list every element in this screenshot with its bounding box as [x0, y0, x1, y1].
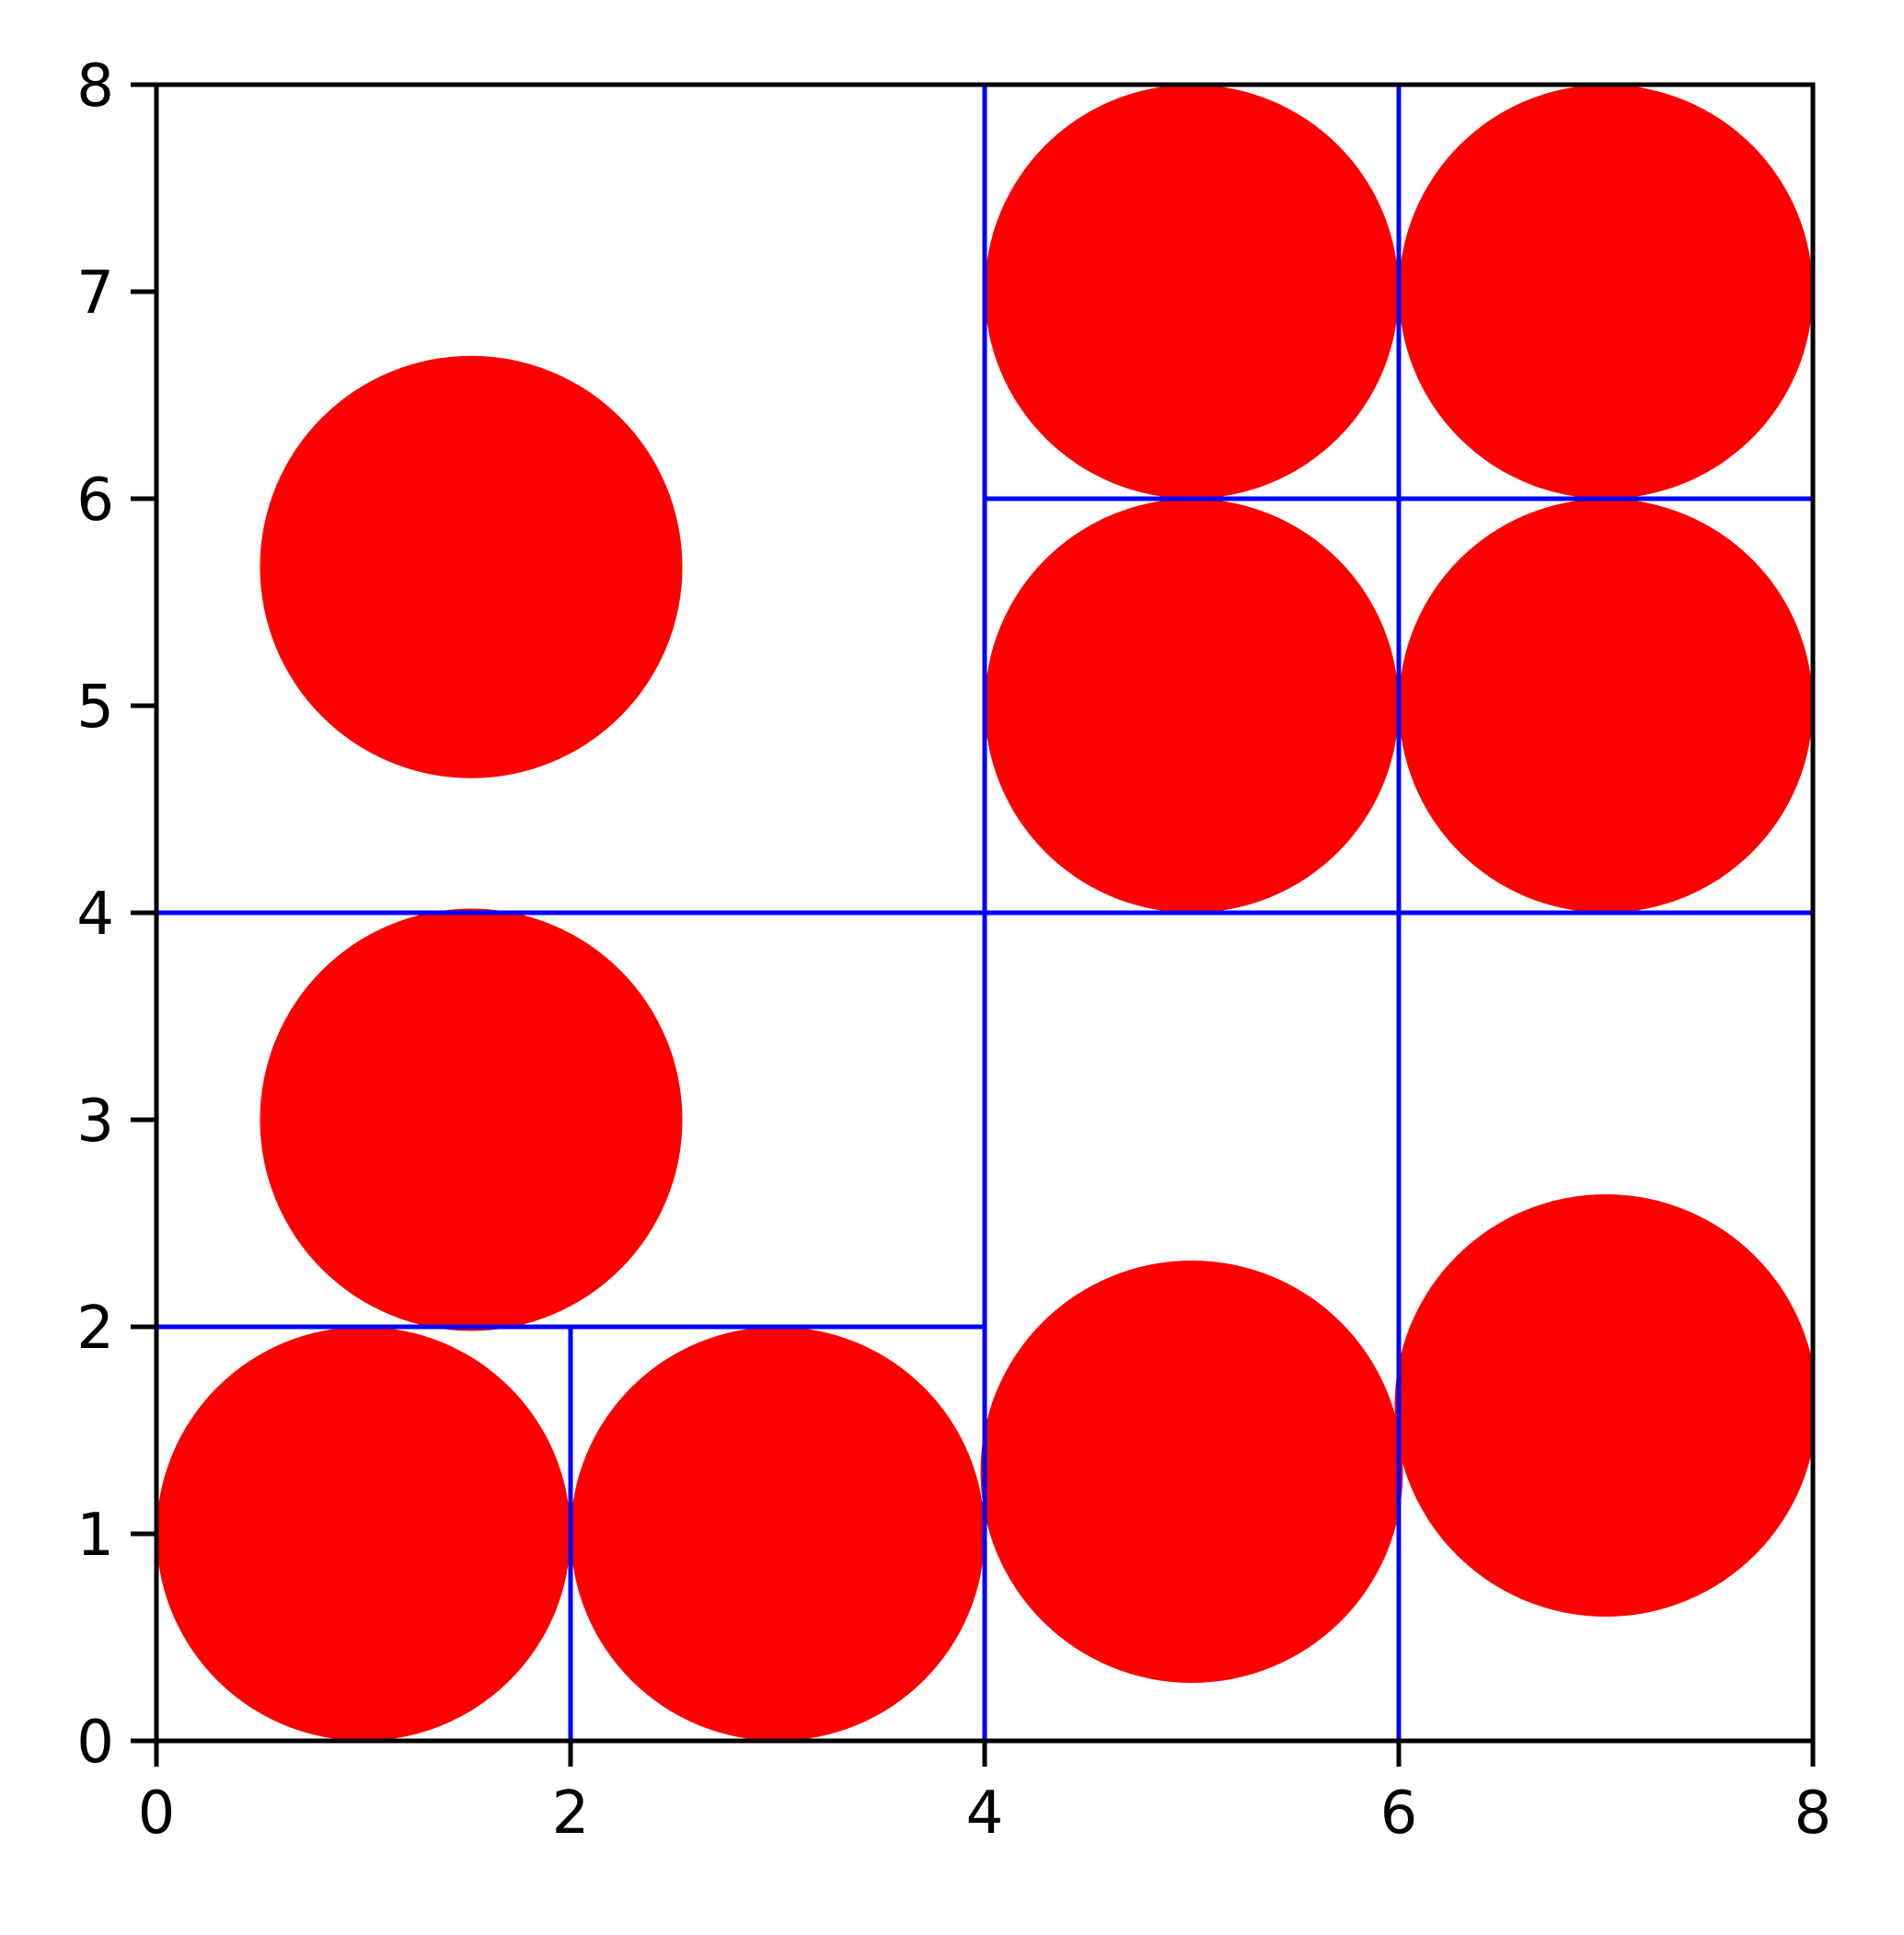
ticks-layer: 0 2 4 6 8 0 1 2 3 4 5 6 7 8	[76, 52, 1831, 1848]
circle-6	[1394, 1194, 1813, 1617]
circles-layer	[156, 85, 1813, 1741]
y-tick-label-0: 0	[76, 1709, 114, 1777]
circle-5	[980, 1261, 1403, 1683]
circle-1	[156, 1327, 571, 1741]
circle-10	[1399, 85, 1813, 499]
x-tick-label-2: 2	[552, 1780, 590, 1848]
y-tick-label-8: 8	[76, 52, 114, 121]
y-tick-label-1: 1	[76, 1502, 114, 1570]
x-tick-label-8: 8	[1794, 1780, 1832, 1848]
y-tick-label-5: 5	[76, 674, 114, 742]
x-tick-label-6: 6	[1380, 1780, 1418, 1848]
circle-2	[571, 1327, 985, 1741]
circle-9	[985, 85, 1399, 499]
circle-7	[985, 499, 1399, 913]
y-tick-label-3: 3	[76, 1088, 114, 1156]
y-tick-label-4: 4	[76, 881, 114, 949]
y-tick-label-2: 2	[76, 1295, 114, 1363]
x-tick-label-4: 4	[966, 1780, 1004, 1848]
y-tick-label-7: 7	[76, 259, 114, 328]
x-tick-label-0: 0	[138, 1780, 176, 1848]
y-tick-label-6: 6	[76, 466, 114, 535]
circle-3	[260, 908, 683, 1331]
circle-4	[260, 355, 683, 778]
circle-8	[1399, 499, 1813, 913]
